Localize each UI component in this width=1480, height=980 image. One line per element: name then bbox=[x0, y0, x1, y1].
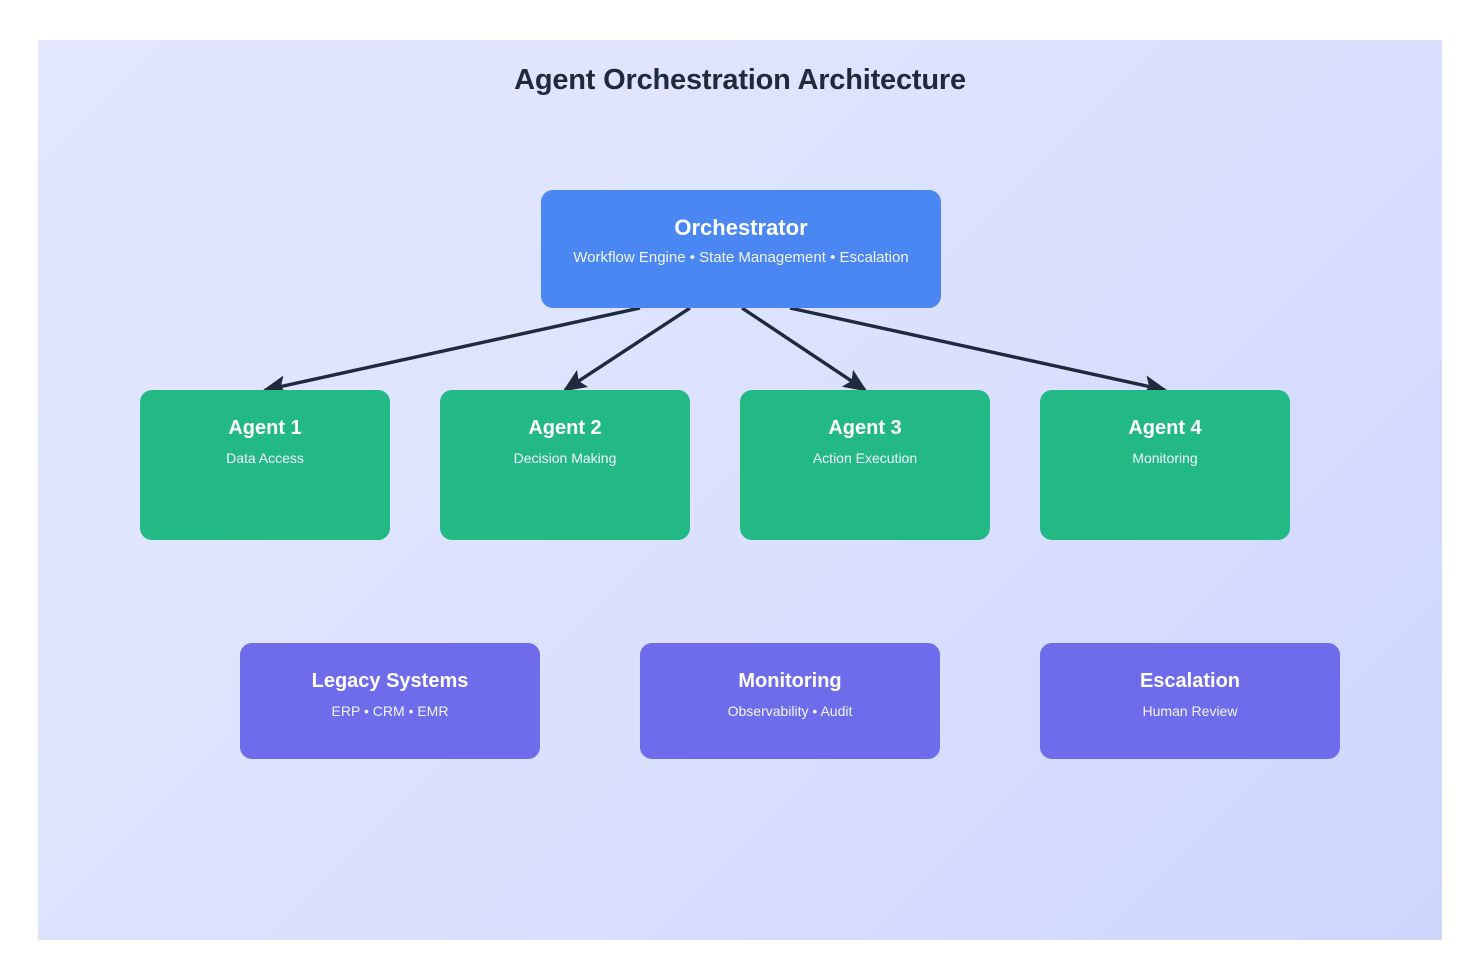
connector-lines bbox=[262, 306, 1168, 396]
node-support-2-subtitle: Observability • Audit bbox=[727, 703, 853, 719]
node-agent-2-subtitle: Decision Making bbox=[513, 450, 617, 466]
connector-arrow-4 bbox=[789, 306, 1168, 396]
node-agent-4-title: Agent 4 bbox=[1128, 417, 1202, 439]
node-agent-2[interactable]: Agent 2 Decision Making bbox=[440, 390, 690, 540]
page-title: Agent Orchestration Architecture bbox=[514, 64, 966, 96]
node-agent-3-title: Agent 3 bbox=[828, 417, 902, 439]
node-agent-3[interactable]: Agent 3 Action Execution bbox=[740, 390, 990, 540]
node-support-3-subtitle: Human Review bbox=[1142, 703, 1238, 719]
node-agent-1-title: Agent 1 bbox=[228, 417, 302, 439]
connector-arrow-1 bbox=[262, 306, 641, 396]
connector-arrow-3 bbox=[741, 306, 868, 392]
connector-arrow-2 bbox=[562, 306, 691, 392]
node-agent-2-title: Agent 2 bbox=[528, 417, 602, 439]
node-agent-1[interactable]: Agent 1 Data Access bbox=[140, 390, 390, 540]
node-support-3-title: Escalation bbox=[1139, 670, 1241, 692]
node-support-1-subtitle: ERP • CRM • EMR bbox=[331, 703, 449, 719]
node-agent-1-subtitle: Data Access bbox=[226, 450, 304, 466]
node-agent-4[interactable]: Agent 4 Monitoring bbox=[1040, 390, 1290, 540]
node-agent-3-subtitle: Action Execution bbox=[812, 450, 918, 466]
node-support-2-title: Monitoring bbox=[738, 670, 842, 692]
node-orchestrator-subtitle: Workflow Engine • State Management • Esc… bbox=[573, 249, 909, 266]
node-agent-4-subtitle: Monitoring bbox=[1132, 450, 1198, 466]
diagram-canvas: Agent Orchestration Architecture Orchest… bbox=[38, 40, 1442, 940]
node-support-1-title: Legacy Systems bbox=[311, 670, 469, 692]
node-orchestrator[interactable]: Orchestrator Workflow Engine • State Man… bbox=[541, 190, 941, 308]
node-orchestrator-title: Orchestrator bbox=[674, 215, 808, 240]
